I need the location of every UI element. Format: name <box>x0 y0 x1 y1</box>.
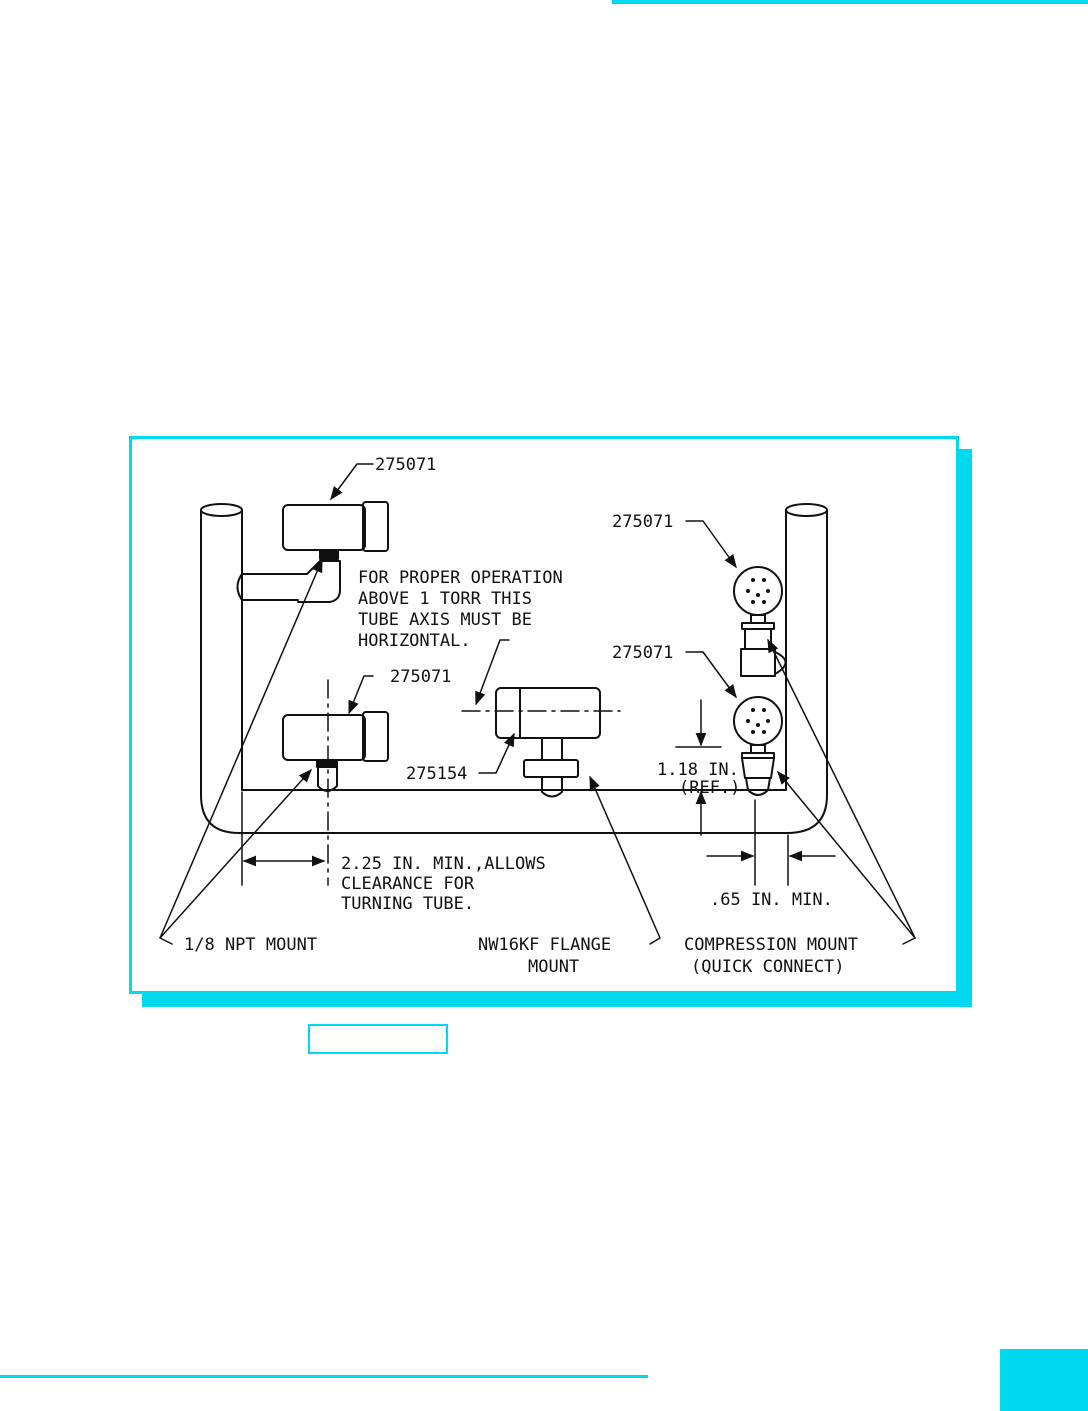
note-line-1: FOR PROPER OPERATION <box>358 568 563 588</box>
flange-plate <box>523 759 579 778</box>
gauge-pin-dots <box>746 578 770 734</box>
npt-elbow <box>297 560 341 603</box>
flange-gauge-body <box>495 687 601 739</box>
part-number-npt-upper: 275071 <box>375 455 436 475</box>
compression-mount-label-1: COMPRESSION MOUNT <box>684 935 858 955</box>
flange-neck <box>541 737 563 761</box>
figure-caption-box <box>308 1024 448 1054</box>
compression-lower-gauge <box>733 696 783 746</box>
figure-frame <box>129 436 959 994</box>
height-dimension-ref: (REF.) <box>679 778 740 798</box>
bottom-accent-rule <box>0 1375 648 1378</box>
part-number-compression-upper: 275071 <box>612 512 673 532</box>
height-dimension-value: 1.18 IN. <box>657 760 739 780</box>
clearance-line-2: CLEARANCE FOR <box>341 874 475 894</box>
compression-mount-label-2: (QUICK CONNECT) <box>691 957 845 977</box>
clearance-line-1: 2.25 IN. MIN.,ALLOWS <box>341 854 546 874</box>
top-accent-rule <box>612 0 1088 4</box>
manifold-pipe-inner <box>241 509 787 791</box>
clearance-line-3: TURNING TUBE. <box>341 894 474 914</box>
npt-lower-gauge-cap <box>362 711 389 762</box>
compression-upper-gauge <box>733 566 783 616</box>
page-number-tab <box>1000 1349 1088 1411</box>
npt-mount-label: 1/8 NPT MOUNT <box>184 935 317 955</box>
flange-stub <box>541 776 563 798</box>
pipe-end-left <box>200 503 243 517</box>
flange-mount-label-1: NW16KF FLANGE <box>478 935 611 955</box>
pipe-end-right <box>785 503 828 517</box>
side-branch <box>236 573 299 601</box>
note-line-4: HORIZONTAL. <box>358 631 471 651</box>
npt-lower-gauge-neck <box>316 759 338 768</box>
manifold-pipe <box>200 509 828 834</box>
note-line-3: TUBE AXIS MUST BE <box>358 610 532 630</box>
flange-mount-label-2: MOUNT <box>528 957 579 977</box>
note-line-2: ABOVE 1 TORR THIS <box>358 589 532 609</box>
min-spacing-dimension: .65 IN. MIN. <box>710 890 833 910</box>
part-number-npt-lower: 275071 <box>390 667 451 687</box>
part-number-flange: 275154 <box>406 764 467 784</box>
npt-upper-gauge-body <box>282 504 366 551</box>
npt-upper-gauge-neck <box>319 549 339 560</box>
npt-lower-gauge-body <box>282 714 366 761</box>
part-number-compression-lower: 275071 <box>612 643 673 663</box>
npt-upper-gauge-cap <box>362 501 389 552</box>
